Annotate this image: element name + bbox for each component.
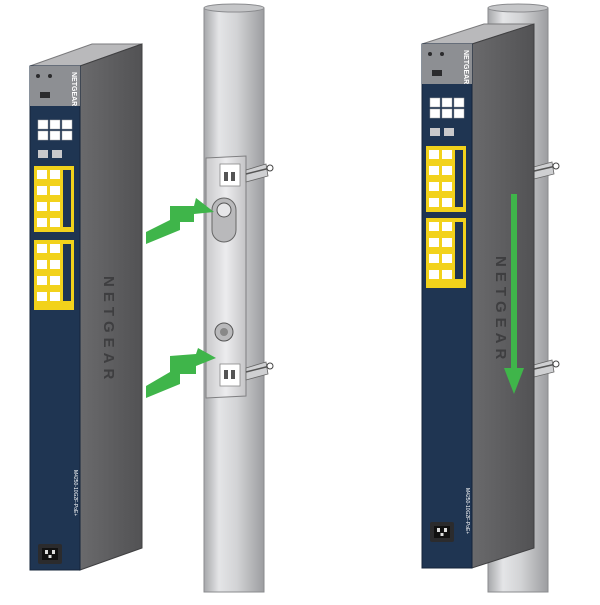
status-led	[440, 52, 444, 56]
front-label-strip	[422, 44, 472, 84]
power-connector-icon	[430, 522, 454, 542]
front-brand-text: NETGEAR	[462, 50, 469, 84]
front-label-strip	[30, 66, 80, 106]
arrow-right-icon	[146, 348, 216, 398]
switch-mounted-on-pole: NETGEAR	[421, 3, 560, 593]
poe-port-group-1	[34, 166, 74, 232]
bracket-on-pole	[146, 3, 274, 593]
bracket-slot	[219, 363, 241, 387]
pole-top	[203, 3, 265, 13]
model-label: M4250-10G2F-PoE+	[464, 488, 470, 534]
status-led	[428, 52, 432, 56]
power-connector-icon	[38, 544, 62, 564]
hose-clamp-lower	[245, 361, 274, 381]
uplink-ports	[429, 97, 465, 136]
hose-clamp-upper	[245, 163, 274, 183]
switch-side-view: NETGEAR	[29, 43, 143, 571]
poe-port-group-1	[426, 146, 466, 212]
status-led	[36, 74, 40, 78]
status-led	[48, 74, 52, 78]
usb-port	[40, 92, 50, 98]
poe-port-group-2	[426, 218, 466, 288]
side-brand-text: NETGEAR	[100, 276, 117, 384]
model-label: M4250-10G2F-PoE+	[72, 470, 78, 516]
pole-top	[487, 3, 549, 13]
bracket-slot	[219, 163, 241, 187]
usb-port	[432, 70, 442, 76]
front-brand-text: NETGEAR	[70, 72, 77, 106]
uplink-ports	[37, 119, 73, 158]
side-brand-text: NETGEAR	[492, 256, 509, 364]
arrow-right-icon	[146, 198, 214, 244]
poe-port-group-2	[34, 240, 74, 310]
arrow-down-icon	[504, 194, 524, 394]
mounting-bracket	[205, 155, 247, 399]
